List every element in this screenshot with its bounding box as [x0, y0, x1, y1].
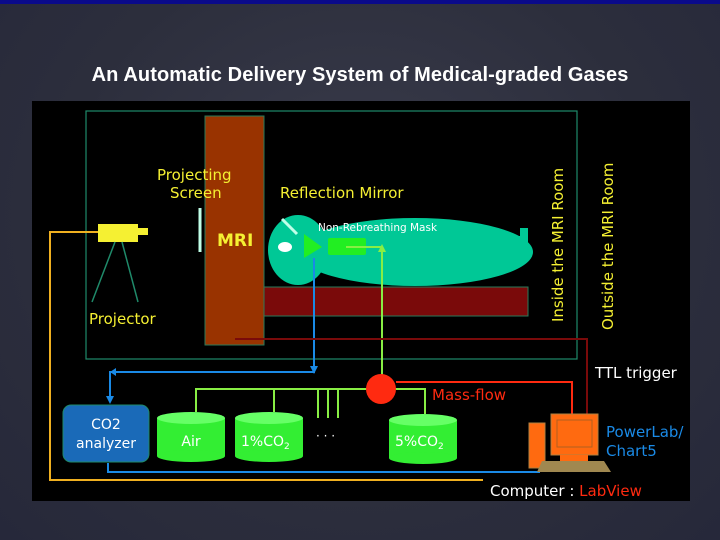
computer-label: Computer : LabView: [490, 482, 642, 500]
arrow-down-icon: [106, 396, 114, 404]
tank-1pct-co2: [235, 412, 303, 462]
projecting-screen-label-1: Projecting: [157, 166, 232, 184]
projector-icon: [91, 224, 148, 303]
mask-label: Non-Rebreathing Mask: [318, 222, 438, 234]
patient-eye: [278, 242, 292, 252]
top-accent-bar: [0, 0, 720, 4]
mass-flow-control-line: [396, 381, 573, 417]
powerlab-label-2: Chart5: [606, 442, 657, 460]
ttl-trigger-label: TTL trigger: [594, 364, 678, 382]
tank-5pct-co2: [389, 414, 457, 464]
outside-room-label: Outside the MRI Room: [599, 163, 617, 330]
mri-room-border: [85, 110, 578, 360]
tank-5pct-label: 5%CO2: [395, 434, 444, 452]
co2-sample-line: [109, 258, 315, 402]
reflection-mirror-label: Reflection Mirror: [280, 184, 404, 202]
co2-analyzer-label-1: CO2: [91, 417, 121, 433]
patient-bed: [263, 286, 529, 317]
projector-cable: [49, 231, 483, 481]
gas-manifold-line: [195, 388, 426, 414]
arrow-down-icon: [310, 366, 318, 374]
co2-analyzer-label-2: analyzer: [76, 436, 136, 452]
mass-flow-controller: [366, 374, 396, 404]
projecting-screen-label-2: Screen: [170, 184, 222, 202]
analyzer-data-line: [107, 463, 540, 473]
tank-air: [157, 412, 225, 462]
slide-title: An Automatic Delivery System of Medical-…: [91, 64, 629, 86]
arrow-up-icon: [378, 244, 386, 252]
more-tanks-ellipsis: · · ·: [316, 429, 335, 443]
tank-air-label: Air: [181, 434, 200, 450]
inside-room-label: Inside the MRI Room: [549, 168, 567, 322]
mask-valve-icon: [304, 234, 322, 258]
computer-icon: [528, 413, 611, 472]
projector-label: Projector: [89, 310, 156, 328]
mass-flow-label: Mass-flow: [432, 386, 506, 404]
reflection-mirror: [280, 217, 299, 236]
tank-1pct-label: 1%CO2: [241, 434, 290, 452]
co2-analyzer: [62, 404, 150, 463]
mri-scanner: [204, 115, 265, 346]
arrow-left-icon: [110, 368, 116, 376]
mri-label: MRI: [217, 231, 253, 251]
ttl-trigger-line: [235, 338, 588, 417]
powerlab-label-1: PowerLab/: [606, 423, 684, 441]
